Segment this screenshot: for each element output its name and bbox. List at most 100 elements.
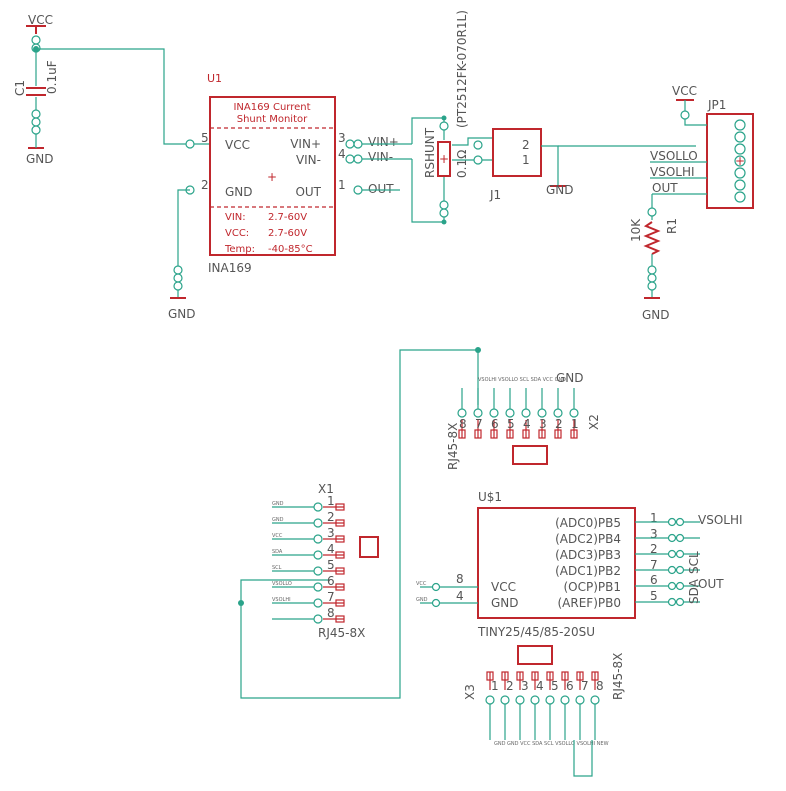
x2-pin[interactable]: [505, 408, 515, 418]
u2-vcc-net: VCC: [416, 581, 427, 587]
net-label-vsolhi-u2: VSOLHI: [698, 513, 743, 527]
u2-right-pin[interactable]: [667, 533, 677, 543]
x1-pin[interactable]: [313, 534, 323, 544]
u2-right-pin[interactable]: [667, 581, 677, 591]
u2-right-pin[interactable]: [675, 517, 685, 527]
u2-pinnum-3: 3: [650, 527, 658, 541]
x2-pin-number: 4: [523, 417, 531, 431]
x1-pin-number: 6: [327, 574, 335, 588]
x1-pin-number: 4: [327, 542, 335, 556]
x3-pin[interactable]: [530, 695, 540, 705]
u2-right-pin[interactable]: [675, 581, 685, 591]
u2-pinnum-4: 4: [456, 589, 464, 603]
x1-pin[interactable]: [313, 550, 323, 560]
x3-pin[interactable]: [545, 695, 555, 705]
u1-pin-vinp-label: VIN+: [290, 137, 321, 151]
wire-rshunt-j1-a: [452, 137, 494, 146]
wire-j1-gnd: [541, 145, 559, 186]
x3-pin-number: 1: [491, 679, 499, 693]
u2-right-pin[interactable]: [667, 565, 677, 575]
x2-gnd-label: GND: [556, 371, 584, 385]
x3-pin-number: 3: [521, 679, 529, 693]
capacitor-c1[interactable]: GND C1 0.1uF: [13, 52, 59, 166]
u2-right-pin[interactable]: [675, 533, 685, 543]
x2-pin-number: 7: [475, 417, 483, 431]
u2-right-pin[interactable]: [675, 549, 685, 559]
u2-gnd-net: GND: [416, 597, 428, 603]
x1-pin[interactable]: [313, 502, 323, 512]
j1-pin1-label: 1: [522, 153, 530, 167]
net-label-out-u1: OUT: [368, 182, 394, 196]
x2-pin-number: 6: [491, 417, 499, 431]
u2-right-pin[interactable]: [675, 565, 685, 575]
u2-pinnum-7: 7: [650, 558, 658, 572]
x3-pin[interactable]: [560, 695, 570, 705]
u1-pin-out-label: OUT: [295, 185, 321, 199]
x3-pin[interactable]: [590, 695, 600, 705]
ic-u1-ina169[interactable]: U1 INA169 Current Shunt Monitor VCC GND …: [185, 72, 363, 275]
connector-j1[interactable]: 2 1 J1: [489, 128, 542, 202]
x3-pin[interactable]: [485, 695, 495, 705]
u2-right-pin[interactable]: [667, 597, 677, 607]
svg-text:+: +: [735, 154, 745, 168]
j1-gnd-label: GND: [546, 183, 574, 197]
x1-net-label: GND: [272, 501, 284, 507]
jp1-ref-label: JP1: [707, 98, 726, 112]
x3-pin-number: 7: [581, 679, 589, 693]
x1-pin-number: 2: [327, 510, 335, 524]
u1-pin-gnd-label: GND: [225, 185, 253, 199]
x1-pin[interactable]: [313, 582, 323, 592]
x1-pin[interactable]: [313, 518, 323, 528]
x1-pin[interactable]: [313, 614, 323, 624]
connector-x1-rj45[interactable]: X1 RJ45-8X 1GND2GND3VCC4SDA5SCL6VSOLLO7V…: [272, 482, 379, 640]
net-label-scl-u2: SCL: [687, 551, 701, 574]
r1-value-label: 10K: [629, 218, 643, 242]
resistor-r1[interactable]: GND 10K R1: [629, 194, 679, 322]
u1-spec-vcc-val: 2.7-60V: [268, 228, 307, 239]
x3-nets-label: GND GND VCC SDA SCL VSOLLO VSOLHI NEW: [494, 741, 609, 747]
ic-u2-attiny[interactable]: U$1 VCC GND 8 4 (ADC0)PB5 (ADC2)PB4 (ADC…: [416, 490, 700, 639]
x3-pin[interactable]: [515, 695, 525, 705]
header-jp1[interactable]: JP1 +: [706, 98, 754, 209]
r1-ref-label: R1: [665, 218, 679, 234]
u2-pin-pb1-label: (OCP)PB1: [563, 580, 621, 594]
x3-ref-label: X3: [463, 684, 477, 700]
x2-pin[interactable]: [457, 408, 467, 418]
x3-pin-number: 8: [596, 679, 604, 693]
net-label-vsolhi-jp1: VSOLHI: [650, 165, 695, 179]
x3-pin[interactable]: [500, 695, 510, 705]
x2-pin[interactable]: [569, 408, 579, 418]
u2-right-pin[interactable]: [667, 517, 677, 527]
x1-ref-label: X1: [318, 482, 334, 496]
x2-pin[interactable]: [489, 408, 499, 418]
rshunt-value-label: 0.1Ω: [455, 150, 469, 178]
x1-pin[interactable]: [313, 566, 323, 576]
x1-pin-number: 7: [327, 590, 335, 604]
u2-right-pin[interactable]: [675, 597, 685, 607]
u2-right-pin[interactable]: [667, 549, 677, 559]
x2-name-label: RJ45-8X: [446, 423, 460, 470]
x2-pin[interactable]: [537, 408, 547, 418]
u1-pinnum-5: 5: [201, 131, 209, 145]
u1-ref-label: U1: [207, 72, 222, 85]
x1-net-label: SCL: [272, 565, 282, 571]
u1-spec-temp-val: -40-85°C: [268, 244, 313, 255]
resistor-rshunt[interactable]: + RSHUNT 0.1Ω (PT2512FK-070R1L): [411, 10, 469, 225]
x3-pin[interactable]: [575, 695, 585, 705]
vcc-symbol[interactable]: VCC: [26, 13, 53, 53]
x2-ref-label: X2: [587, 414, 601, 430]
x3-pin-number: 6: [566, 679, 574, 693]
x2-pin[interactable]: [521, 408, 531, 418]
u2-name-label: TINY25/45/85-20SU: [477, 625, 595, 639]
x1-net-label: GND: [272, 517, 284, 523]
u2-pinnum-8: 8: [456, 572, 464, 586]
x2-pin[interactable]: [553, 408, 563, 418]
x2-pin[interactable]: [473, 408, 483, 418]
x1-net-label: VSOLLO: [272, 581, 292, 587]
rshunt-ref-label: RSHUNT: [423, 127, 437, 178]
x1-pin[interactable]: [313, 598, 323, 608]
u1-pinnum-4: 4: [338, 147, 346, 161]
